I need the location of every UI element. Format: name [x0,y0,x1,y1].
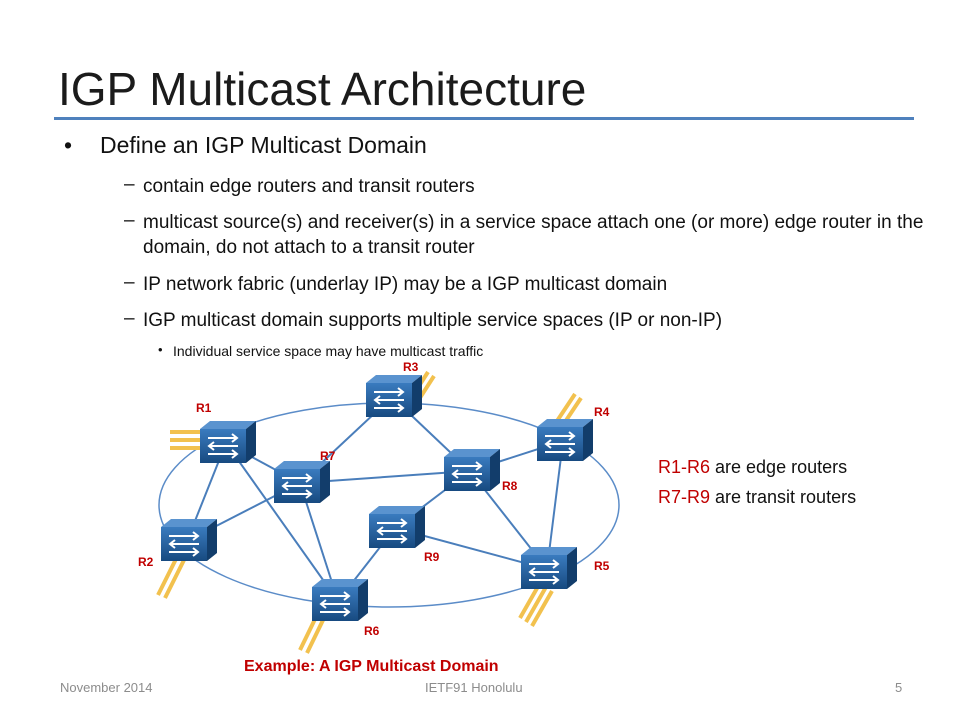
router-label-r8: R8 [502,479,518,493]
router-r3: R3 [365,360,423,418]
slide-title: IGP Multicast Architecture [58,63,587,115]
router-r4: R4 [536,405,610,462]
router-icon [536,418,594,462]
sub-bullet-dash: – [124,174,135,195]
footer-date: November 2014 [60,680,153,695]
router-icon [199,420,257,464]
legend-transit-text: are transit routers [710,487,857,507]
router-r2: R2 [138,518,218,569]
router-r5: R5 [520,546,610,590]
legend-edge-text: are edge routers [710,457,848,477]
router-r9: R9 [368,505,440,564]
page-number: 5 [895,680,903,695]
sub-bullet-3: IP network fabric (underlay IP) may be a… [143,274,668,295]
sub-bullet-1: contain edge routers and transit routers [143,176,475,197]
router-label-r9: R9 [424,550,440,564]
bullet-dot: • [64,132,73,158]
router-icon [443,448,501,492]
sub-sub-bullet-dot: • [158,342,163,357]
router-icon [520,546,578,590]
sub-bullet-dash: – [124,308,135,329]
router-label-r6: R6 [364,624,380,638]
diagram-caption: Example: A IGP Multicast Domain [244,658,499,675]
router-label-r2: R2 [138,555,154,569]
router-r1: R1 [196,401,257,464]
legend-transit: R7-R9 are transit routers [658,487,856,508]
router-icon [365,374,423,418]
router-r7: R7 [273,449,336,504]
router-r8: R8 [443,448,518,493]
sub-sub-bullet: Individual service space may have multic… [173,343,484,359]
footer-event: IETF91 Honolulu [425,680,523,695]
sub-bullet-4: IGP multicast domain supports multiple s… [143,310,723,331]
legend-edge: R1-R6 are edge routers [658,457,847,478]
sub-bullet-dash: – [124,272,135,293]
bullet-main: Define an IGP Multicast Domain [100,132,427,158]
router-icon [368,505,426,549]
router-label-r4: R4 [594,405,610,419]
sub-bullet-dash: – [124,210,135,231]
router-label-r1: R1 [196,401,212,415]
legend-edge-range: R1-R6 [658,457,711,477]
router-icon [273,460,331,504]
link-r1-r6 [225,442,339,602]
router-icon [311,578,369,622]
title-underline [54,117,914,120]
sub-bullet-2: multicast source(s) and receiver(s) in a… [143,212,924,258]
router-r6: R6 [311,578,380,638]
router-icon [160,518,218,562]
router-label-r3: R3 [403,360,419,374]
legend-transit-range: R7-R9 [658,487,711,507]
router-label-r5: R5 [594,559,610,573]
router-label-r7: R7 [320,449,336,463]
